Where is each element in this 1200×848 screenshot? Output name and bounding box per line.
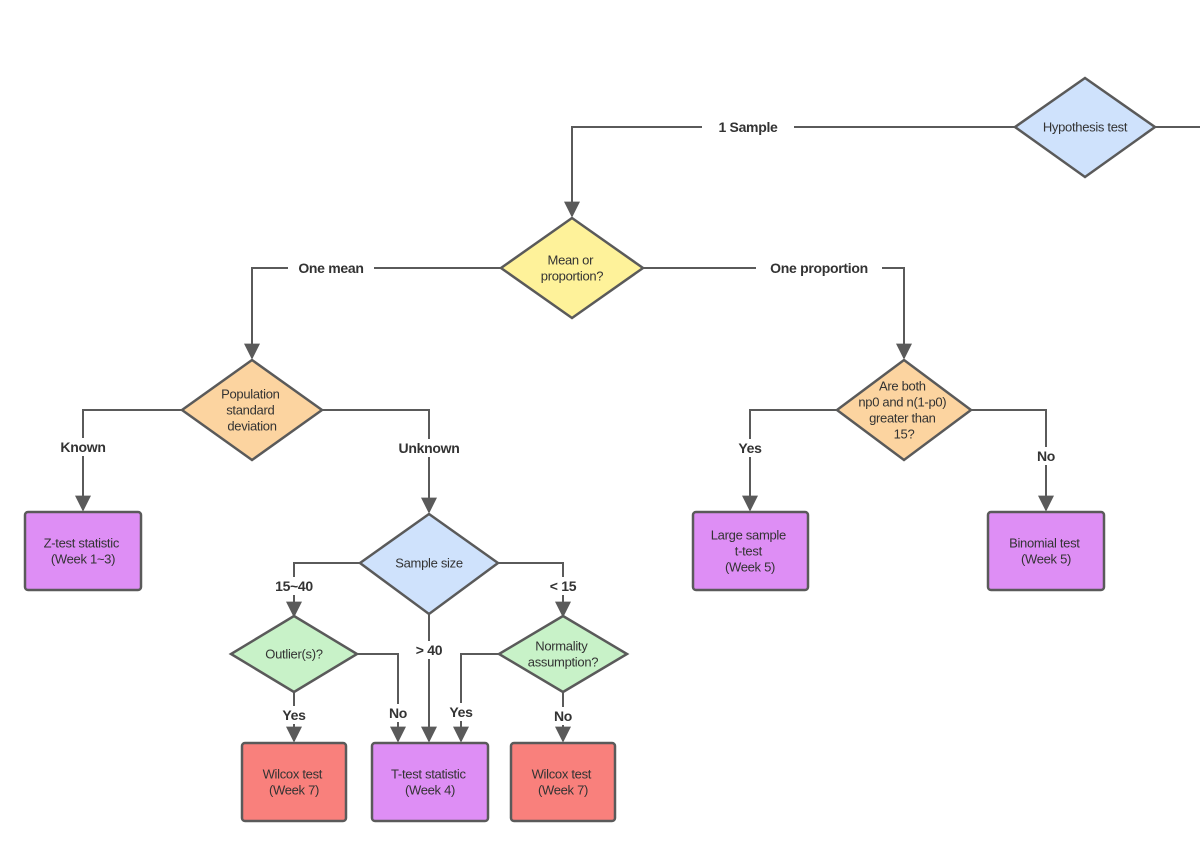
node-ztest: Z-test statistic (Week 1~3): [23, 510, 143, 592]
node-wilcox-right: Wilcox test (Week 7): [509, 741, 617, 823]
edge-outliers-to-ttest: [357, 653, 406, 743]
node-outliers: Outlier(s)?: [228, 614, 360, 694]
edge-hypothesis-to-mean: [564, 126, 1015, 218]
edge-label-one-sample: 1 Sample: [718, 119, 778, 135]
node-ztest-label: Z-test statistic (Week 1~3): [44, 536, 123, 567]
nodes: Hypothesis test Mean or proportion? Popu…: [23, 76, 1158, 823]
node-np-check: Are both np0 and n(1-p0) greater than 15…: [834, 358, 974, 462]
node-large-sample-ttest: Large sample t-test (Week 5): [691, 510, 810, 592]
node-binomial-test-label: Binomial test (Week 5): [1009, 536, 1083, 567]
edge-label-normal-yes: Yes: [449, 704, 473, 720]
edge-label-one-mean: One mean: [298, 260, 363, 276]
edge-labels: 1 Sample One mean One proportion Known U…: [54, 118, 1061, 725]
node-large-sample-ttest-label: Large sample t-test (Week 5): [711, 528, 789, 575]
edge-label-np-yes: Yes: [738, 440, 762, 456]
edge-popsd-to-ztest: [75, 409, 182, 512]
edge-normality-to-ttest: [453, 653, 499, 743]
node-population-sd: Population standard deviation: [179, 358, 325, 462]
edge-label-one-proportion: One proportion: [770, 260, 868, 276]
edge-label-gt-40: > 40: [416, 642, 443, 658]
edge-popsd-to-samplesize: [322, 409, 437, 514]
node-outliers-label: Outlier(s)?: [265, 647, 322, 662]
edge-mean-to-popsd: [244, 267, 501, 360]
edge-label-outlier-no: No: [389, 705, 407, 721]
node-ttest: T-test statistic (Week 4): [370, 741, 490, 823]
node-wilcox-left: Wilcox test (Week 7): [240, 741, 348, 823]
node-normality-label: Normality assumption?: [528, 639, 598, 670]
node-sample-size: Sample size: [357, 512, 501, 616]
node-sample-size-label: Sample size: [395, 556, 463, 571]
node-normality: Normality assumption?: [496, 614, 630, 694]
edge-samplesize-to-outliers: [286, 562, 360, 618]
edge-label-normal-no: No: [554, 708, 572, 724]
node-hypothesis-test-label: Hypothesis test: [1043, 120, 1128, 135]
edge-npcheck-to-largesample: [742, 409, 837, 512]
edge-label-outlier-yes: Yes: [282, 707, 306, 723]
edge-samplesize-to-normality: [498, 562, 571, 618]
edge-label-unknown: Unknown: [399, 440, 460, 456]
edge-npcheck-to-binomial: [971, 409, 1054, 512]
node-binomial-test: Binomial test (Week 5): [986, 510, 1106, 592]
node-mean-or-proportion: Mean or proportion?: [498, 216, 646, 320]
edge-label-known: Known: [60, 439, 105, 455]
edge-mean-to-npcheck: [643, 267, 912, 360]
edge-label-np-no: No: [1037, 448, 1055, 464]
node-hypothesis-test: Hypothesis test: [1012, 76, 1158, 179]
node-wilcox-left-label: Wilcox test (Week 7): [263, 767, 326, 798]
node-np-check-label: Are both np0 and n(1-p0) greater than 15…: [858, 379, 949, 442]
edge-label-15-40: 15~40: [275, 578, 313, 594]
node-wilcox-right-label: Wilcox test (Week 7): [532, 767, 595, 798]
node-ttest-label: T-test statistic (Week 4): [391, 767, 469, 798]
edge-label-lt-15: < 15: [550, 578, 577, 594]
node-population-sd-label: Population standard deviation: [221, 387, 283, 434]
node-mean-or-proportion-label: Mean or proportion?: [541, 253, 604, 284]
